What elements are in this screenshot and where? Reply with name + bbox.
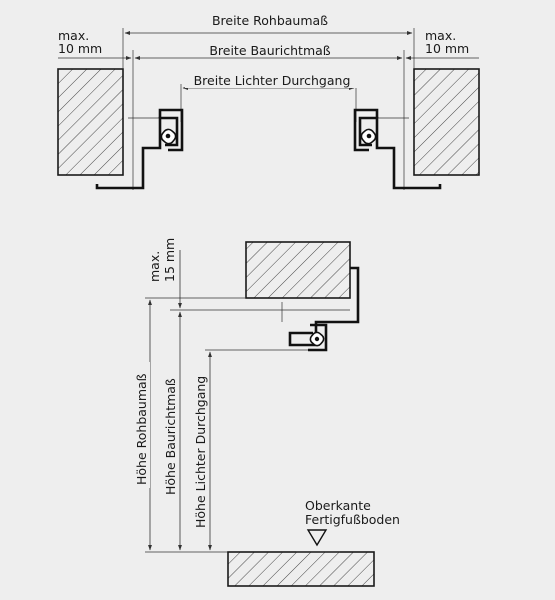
label-tolerance-top-max: max. xyxy=(147,251,162,282)
label-tolerance-right-max: max. xyxy=(425,28,456,43)
label-tolerance-left-value: 10 mm xyxy=(58,41,102,56)
label-height-rough-opening: Höhe Rohbaumaß xyxy=(134,373,149,485)
label-floor-level-line2: Fertigfußboden xyxy=(305,512,400,527)
label-height-clear-passage: Höhe Lichter Durchgang xyxy=(193,376,208,528)
left-frame-profile xyxy=(95,108,184,190)
floor-level-marker-icon xyxy=(306,529,328,547)
section-reference-lines xyxy=(145,297,350,553)
label-height-construction: Höhe Baurichtmaß xyxy=(163,378,178,495)
lintel-wall-section xyxy=(245,241,351,299)
finished-floor xyxy=(227,551,375,587)
left-wall-section xyxy=(57,68,124,176)
label-floor-level-line1: Oberkante xyxy=(305,498,371,513)
label-width-rough-opening: Breite Rohbaumaß xyxy=(212,13,328,28)
label-tolerance-right-value: 10 mm xyxy=(425,41,469,56)
head-frame-profile xyxy=(288,266,360,352)
plan-view: Breite Rohbaumaß Breite Baurichtmaß Brei… xyxy=(57,12,480,190)
label-width-construction: Breite Baurichtmaß xyxy=(209,43,330,58)
label-tolerance-top-value: 15 mm xyxy=(162,238,177,282)
label-width-clear-passage: Breite Lichter Durchgang xyxy=(194,73,351,88)
right-frame-profile xyxy=(353,108,442,190)
label-tolerance-left-max: max. xyxy=(58,28,89,43)
plan-reference-lines xyxy=(122,28,415,190)
section-view: max. 15 mm Höhe Rohbaumaß Höhe Baurichtm… xyxy=(134,238,400,587)
right-wall-section xyxy=(413,68,480,176)
